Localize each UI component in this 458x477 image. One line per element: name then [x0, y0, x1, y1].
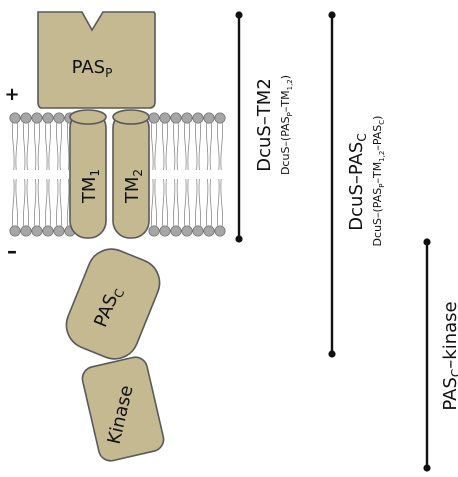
lipid-tail — [23, 123, 25, 170]
lipid-tail — [56, 123, 58, 170]
lipid-tail — [67, 179, 69, 226]
pas-c-kinase-span-top-dot — [423, 238, 430, 245]
lipid-head — [160, 226, 170, 236]
lipid-tail — [34, 123, 36, 170]
lipid-tail — [151, 123, 153, 170]
lipid-head — [171, 113, 181, 123]
lipid-head — [21, 226, 31, 236]
lipid-tail — [16, 179, 18, 226]
dcus-tm2-construct-label: DcuS–TM2 — [254, 78, 275, 172]
lipid-tail — [34, 179, 36, 226]
pas-c-kinase-construct-label: PASC–kinase — [440, 301, 458, 410]
tm1-helix-cap — [70, 110, 106, 124]
lipid-tail — [151, 179, 153, 226]
lipid-tail — [177, 179, 179, 226]
lipid-head — [215, 226, 225, 236]
kinase-domain: Kinase — [80, 355, 166, 463]
lipid-tail — [162, 179, 164, 226]
lipid-head — [149, 113, 159, 123]
pas-p-domain: PASP — [38, 12, 155, 108]
dcus-tm2-span-top-dot — [235, 11, 242, 18]
tm2-helix-cap — [113, 110, 149, 124]
lipid-tail — [199, 123, 201, 170]
lipid-tail — [217, 179, 219, 226]
lipid-tail — [56, 179, 58, 226]
lipid-tail — [45, 179, 47, 226]
lipid-head — [54, 226, 64, 236]
lipid-tail — [23, 179, 25, 226]
lipid-tail — [38, 123, 40, 170]
lipid-tail — [49, 179, 51, 226]
lipid-tail — [195, 179, 197, 226]
dcus-pas-c-span-top-dot — [328, 11, 335, 18]
lipid-tail — [38, 179, 40, 226]
lipid-head — [204, 113, 214, 123]
dcus-pas-c-construct-detail: DcuS–(PASP–TM1,2–PASC) — [371, 116, 386, 247]
lipid-head — [43, 226, 53, 236]
lipid-head — [193, 113, 203, 123]
lipid-tail — [162, 123, 164, 170]
lipid-tail — [166, 179, 168, 226]
construct-span-dcus-tm2: DcuS–TM2 DcuS–(PASP–TM1,2) — [235, 11, 294, 242]
tm2-helix: TM2 — [113, 110, 149, 238]
lipid-tail — [217, 123, 219, 170]
lipid-tail — [27, 123, 29, 170]
lipid-tail — [210, 179, 212, 226]
lipid-tail — [60, 179, 62, 226]
lipid-tail — [221, 179, 223, 226]
membrane-negative-sign: – — [7, 239, 17, 263]
lipid-head — [10, 113, 20, 123]
dcus-tm2-construct-detail: DcuS–(PASP–TM1,2) — [279, 75, 294, 175]
lipid-tail — [173, 123, 175, 170]
lipid-head — [43, 113, 53, 123]
lipid-tail — [199, 179, 201, 226]
lipid-head — [171, 226, 181, 236]
construct-span-pas-c-kinase: PASC–kinase — [423, 238, 458, 471]
lipid-head — [54, 113, 64, 123]
lipid-head — [182, 113, 192, 123]
lipid-head — [32, 226, 42, 236]
lipid-tail — [221, 123, 223, 170]
lipid-head — [21, 113, 31, 123]
lipid-tail — [155, 123, 157, 170]
lipid-tail — [206, 123, 208, 170]
lipid-head — [215, 113, 225, 123]
lipid-tail — [206, 179, 208, 226]
lipid-tail — [12, 179, 14, 226]
pas-c-kinase-span-bottom-dot — [423, 464, 430, 471]
membrane-positive-sign: + — [4, 84, 19, 105]
lipid-tail — [184, 179, 186, 226]
lipid-tail — [12, 123, 14, 170]
lipid-tail — [67, 123, 69, 170]
lipid-tail — [45, 123, 47, 170]
dcus-pas-c-span-bottom-dot — [328, 350, 335, 357]
lipid-tail — [16, 123, 18, 170]
construct-span-dcus-pas-c: DcuS–PASC DcuS–(PASP–TM1,2–PASC) — [328, 11, 386, 357]
lipid-tail — [155, 179, 157, 226]
lipid-tail — [27, 179, 29, 226]
lipid-tail — [195, 123, 197, 170]
lipid-head — [10, 226, 20, 236]
lipid-tail — [166, 123, 168, 170]
lipid-head — [160, 113, 170, 123]
lipid-tail — [210, 123, 212, 170]
lipid-tail — [49, 123, 51, 170]
lipid-head — [193, 226, 203, 236]
lipid-tail — [188, 179, 190, 226]
pas-c-domain: PASC — [59, 242, 167, 366]
tm1-helix: TM1 — [70, 110, 106, 238]
dcus-pas-c-construct-label: DcuS–PASC — [346, 133, 369, 230]
lipid-tail — [184, 123, 186, 170]
dcus-tm2-span-bottom-dot — [235, 235, 242, 242]
lipid-head — [204, 226, 214, 236]
lipid-tail — [177, 123, 179, 170]
lipid-head — [149, 226, 159, 236]
lipid-tail — [188, 123, 190, 170]
lipid-tail — [60, 123, 62, 170]
lipid-head — [32, 113, 42, 123]
lipid-head — [182, 226, 192, 236]
lipid-tail — [173, 179, 175, 226]
